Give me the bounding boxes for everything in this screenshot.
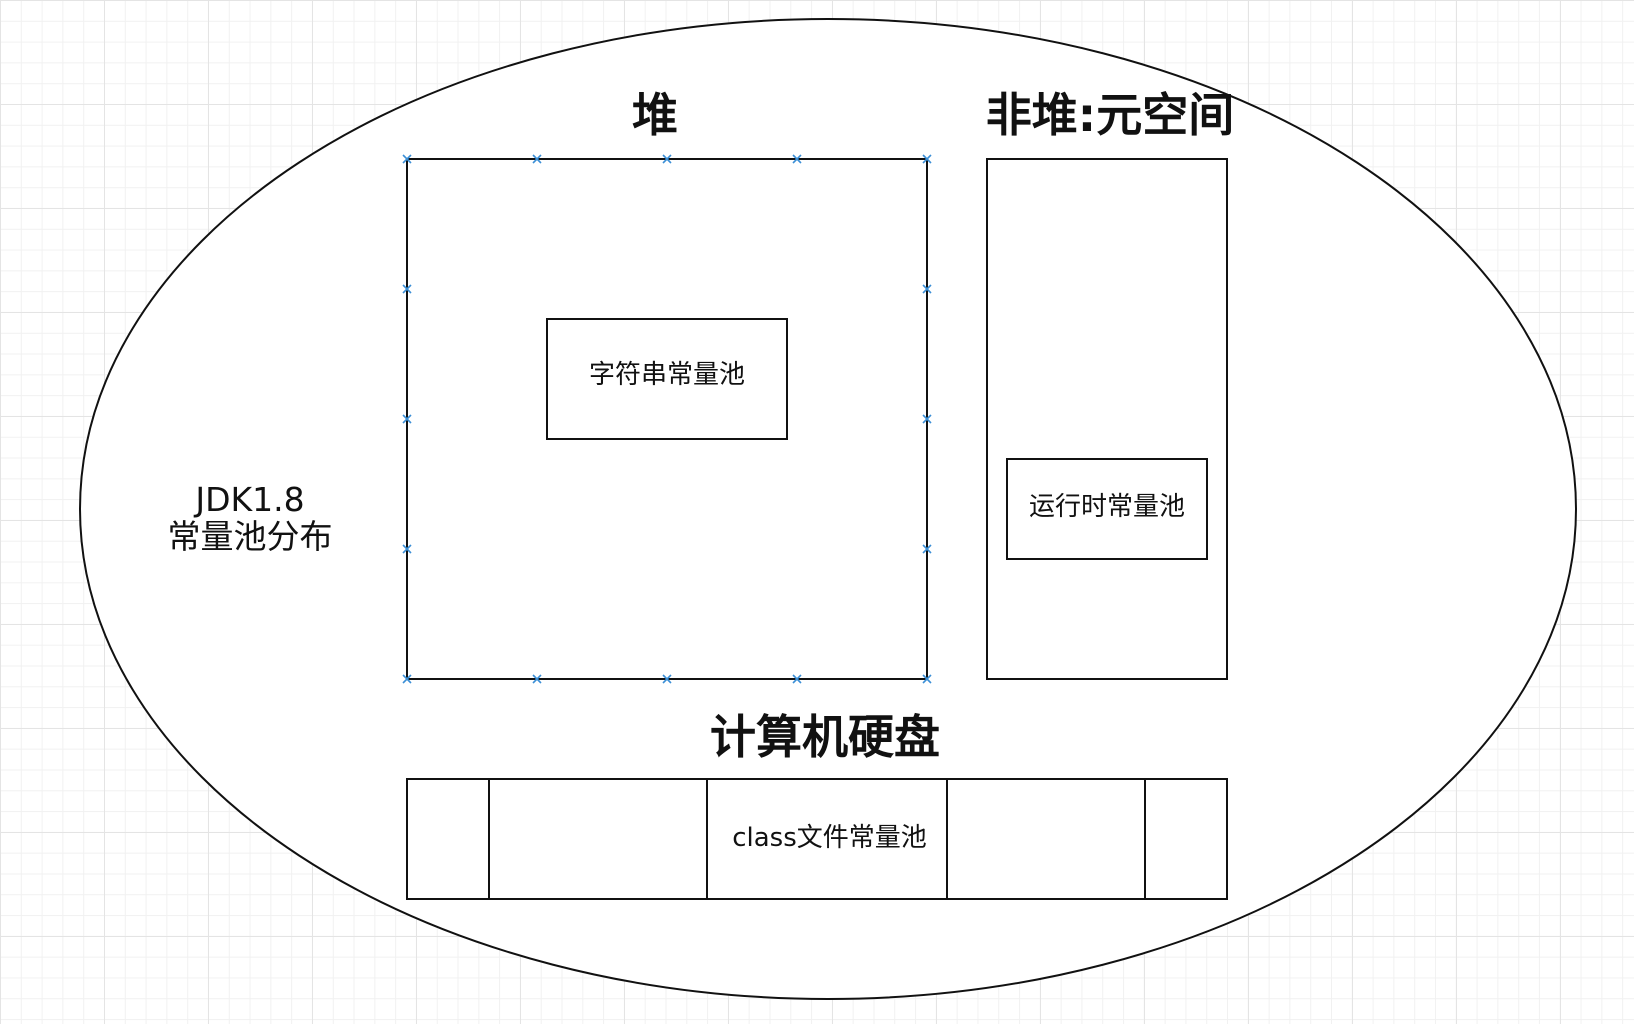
nonheap-title: 非堆:元空间	[985, 88, 1235, 142]
selection-handle[interactable]	[402, 154, 412, 164]
selection-handle[interactable]	[402, 414, 412, 424]
selection-handle[interactable]	[402, 674, 412, 684]
selection-handle[interactable]	[792, 154, 802, 164]
selection-handle[interactable]	[402, 544, 412, 554]
nonheap-box[interactable]	[986, 158, 1228, 680]
string-pool-label: 字符串常量池	[588, 360, 745, 390]
selection-handle[interactable]	[922, 544, 932, 554]
class-pool-label: class文件常量池	[732, 823, 927, 853]
selection-handle[interactable]	[922, 674, 932, 684]
selection-handle[interactable]	[532, 674, 542, 684]
jdk-version: JDK1.8	[195, 480, 305, 519]
heap-title: 堆	[632, 88, 678, 142]
selection-handle[interactable]	[402, 284, 412, 294]
disk-title: 计算机硬盘	[710, 710, 940, 764]
selection-handle[interactable]	[922, 154, 932, 164]
selection-handle[interactable]	[662, 154, 672, 164]
string-pool-box[interactable]	[546, 318, 788, 440]
jdk-label: JDK1.8 常量池分布	[140, 480, 360, 556]
selection-handle[interactable]	[792, 674, 802, 684]
selection-handle[interactable]	[662, 674, 672, 684]
runtime-pool-box[interactable]	[1006, 458, 1208, 560]
jdk-caption: 常量池分布	[167, 516, 333, 556]
heap-selection-handles	[402, 154, 932, 684]
runtime-pool-label: 运行时常量池	[1028, 492, 1185, 522]
selection-handle[interactable]	[532, 154, 542, 164]
selection-handle[interactable]	[922, 414, 932, 424]
disk-box[interactable]	[406, 778, 1228, 900]
selection-handle[interactable]	[922, 284, 932, 294]
